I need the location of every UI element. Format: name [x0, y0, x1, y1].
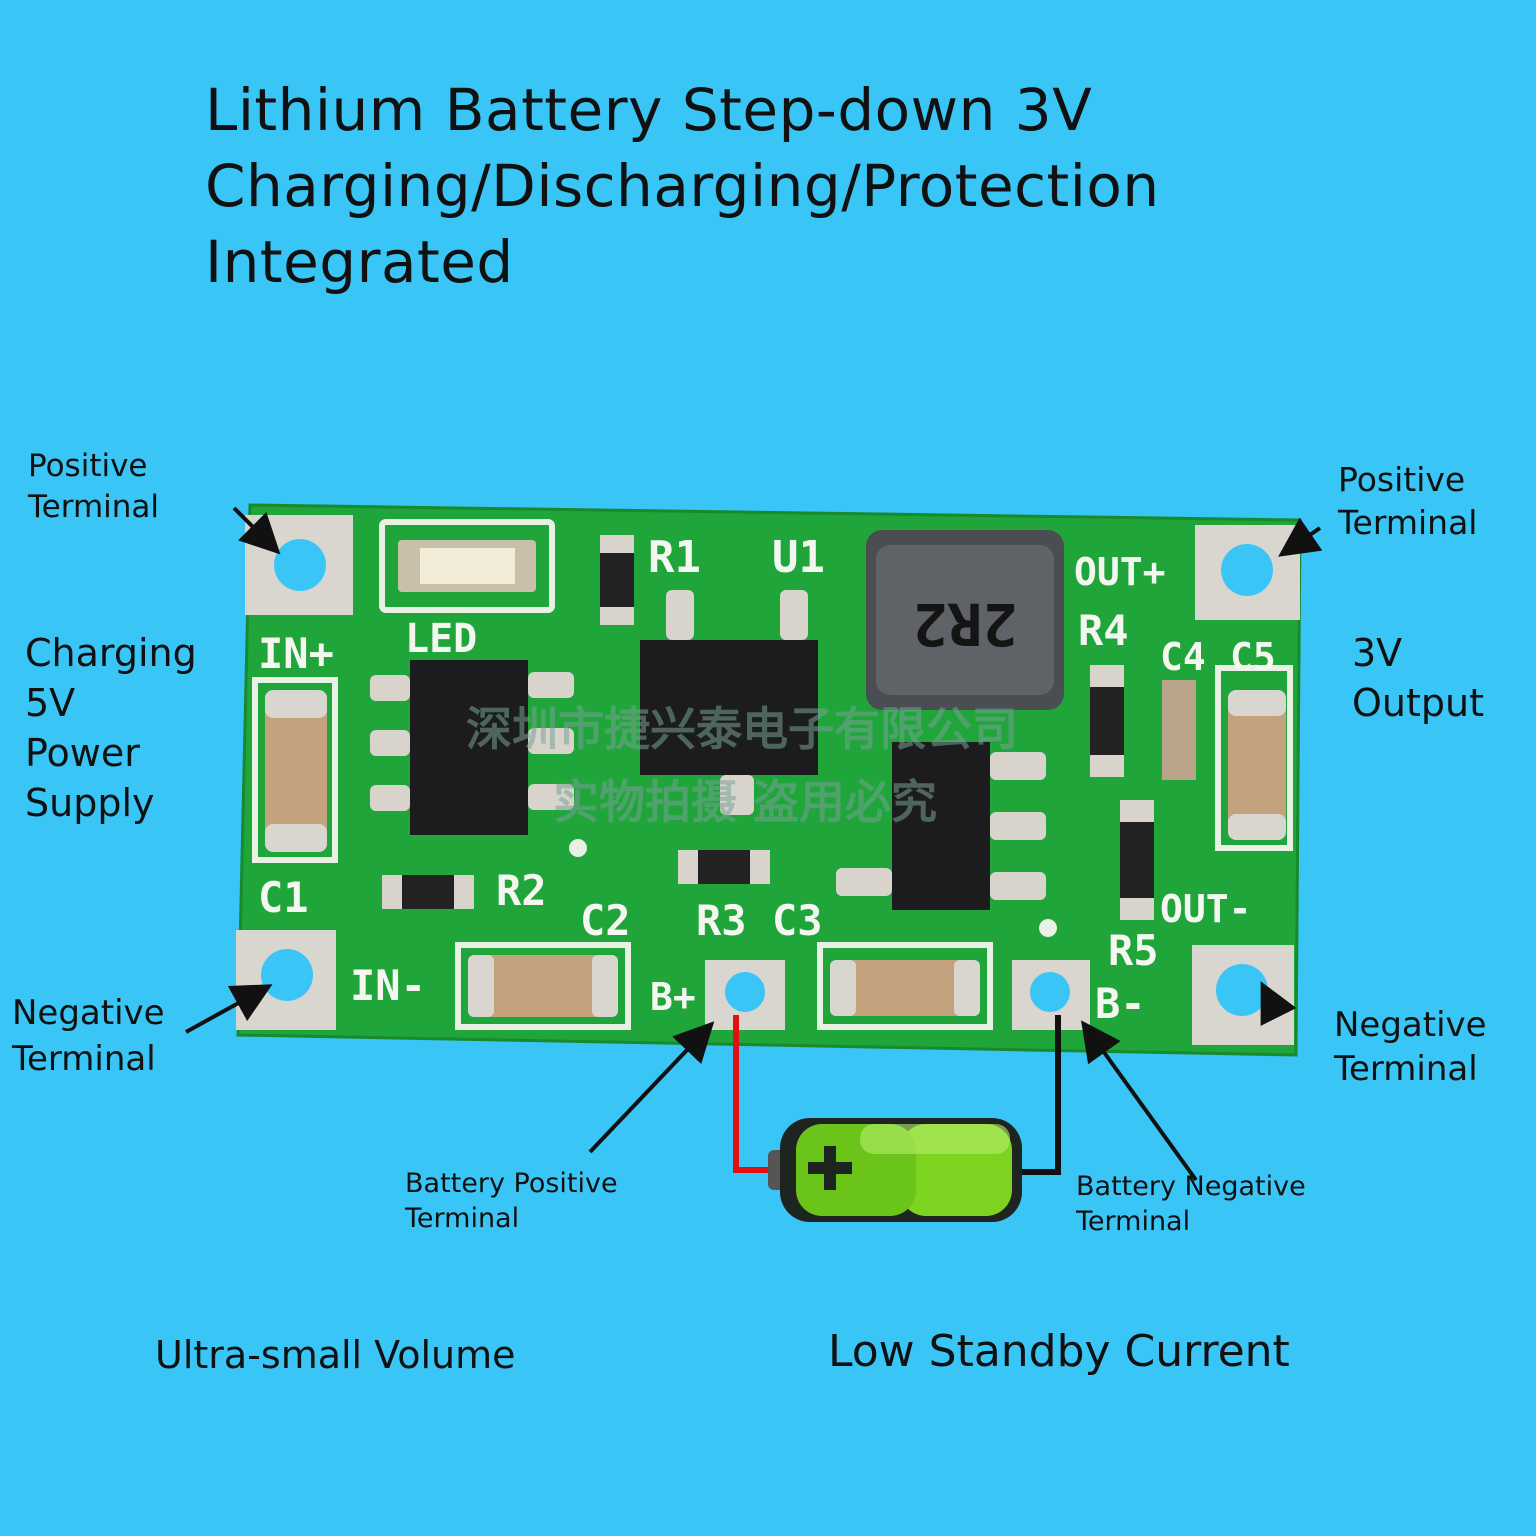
- arrow-positive-left: [232, 506, 281, 555]
- ic-right: [892, 742, 990, 910]
- battery-icon: [768, 1118, 1022, 1222]
- title-line-1: Lithium Battery Step-down 3V: [205, 76, 1093, 144]
- wire-negative: [1012, 1015, 1061, 1175]
- silk-out-minus: OUT-: [1160, 887, 1252, 931]
- silk-led: LED: [405, 616, 477, 662]
- arrow-battery-positive: [588, 1021, 715, 1154]
- silk-c4: C4: [1160, 635, 1206, 679]
- silk-c5: C5: [1230, 635, 1276, 679]
- silk-r5: R5: [1108, 926, 1159, 975]
- silk-r2: R2: [496, 866, 547, 915]
- silk-r1: R1: [648, 532, 701, 583]
- title-line-3: Integrated: [205, 228, 514, 296]
- page-title: Lithium Battery Step-down 3V Charging/Di…: [205, 72, 1325, 300]
- silk-u1: U1: [772, 532, 825, 583]
- label-battery-positive: Battery Positive Terminal: [405, 1168, 618, 1234]
- silk-c1: C1: [258, 873, 309, 922]
- watermark-line-2: 实物拍摄 盗用必究: [553, 775, 937, 829]
- silk-c3: C3: [772, 896, 823, 945]
- arrow-negative-left: [185, 984, 273, 1034]
- label-battery-negative: Battery Negative Terminal: [1076, 1171, 1306, 1237]
- silk-in-plus: IN+: [258, 629, 334, 678]
- title-line-2: Charging/Discharging/Protection: [205, 152, 1160, 220]
- silk-r3: R3: [696, 896, 747, 945]
- c5-cap: [1228, 690, 1286, 840]
- label-3v-output: 3V Output: [1352, 631, 1484, 725]
- silk-r4: R4: [1078, 606, 1129, 655]
- c2-cap: [468, 955, 618, 1017]
- ic-left: [410, 660, 528, 835]
- label-positive-terminal-right: Positive Terminal: [1338, 460, 1478, 542]
- feature-ultra-small-volume: Ultra-small Volume: [155, 1333, 516, 1377]
- inductor-marking: 2R2: [913, 590, 1018, 658]
- label-positive-terminal-left: Positive Terminal: [28, 448, 160, 525]
- c3-cap: [830, 960, 980, 1016]
- c4: [1162, 680, 1196, 780]
- ic-u1: [640, 640, 818, 775]
- c1-cap: [265, 690, 327, 852]
- arrow-negative-right: [1260, 981, 1297, 1026]
- arrow-positive-right: [1278, 517, 1323, 557]
- label-charging-supply: Charging 5V Power Supply: [25, 631, 197, 825]
- silk-b-plus: B+: [650, 975, 696, 1019]
- label-negative-terminal-right: Negative Terminal: [1334, 1005, 1487, 1089]
- silk-out-plus: OUT+: [1074, 550, 1166, 594]
- silk-b-minus: B-: [1095, 979, 1146, 1028]
- silk-c2: C2: [580, 896, 631, 945]
- arrow-battery-negative: [1080, 1020, 1198, 1182]
- feature-low-standby-current: Low Standby Current: [828, 1326, 1290, 1377]
- mounting-pads: [236, 515, 1300, 1045]
- silk-in-minus: IN-: [350, 961, 426, 1010]
- label-negative-terminal-left: Negative Terminal: [12, 993, 165, 1079]
- watermark-line-1: 深圳市捷兴泰电子有限公司: [466, 702, 1018, 756]
